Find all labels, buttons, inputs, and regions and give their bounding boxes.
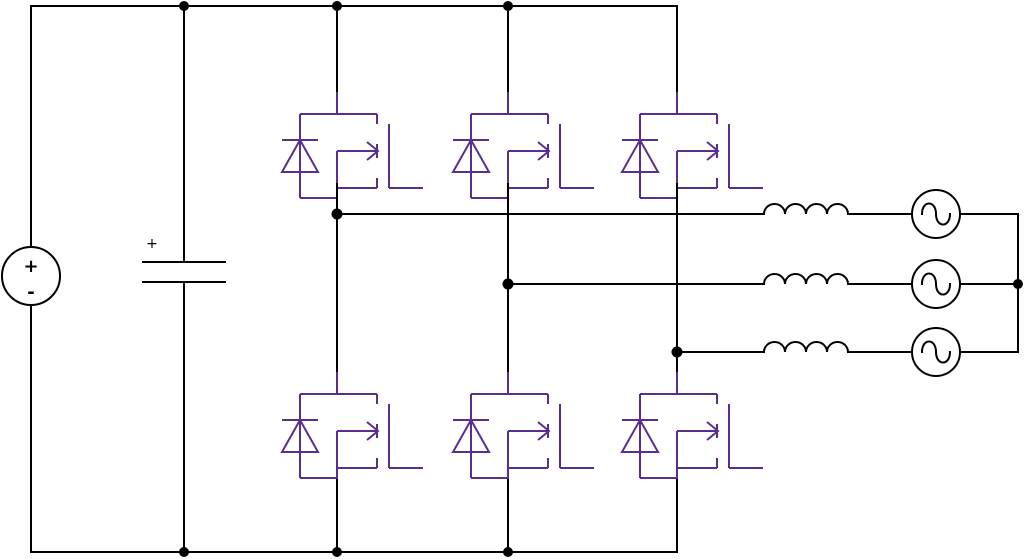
junction-node <box>332 547 342 557</box>
switch-upper-leg2 <box>452 91 595 215</box>
switch-lower-leg1 <box>281 371 424 495</box>
capacitor-polarity-label: + <box>146 236 158 252</box>
dc-source-plus-sign: + <box>23 256 38 277</box>
phase3-ac-source <box>911 327 961 377</box>
dc-voltage-source: + - <box>1 246 61 306</box>
junction-node <box>1013 279 1023 289</box>
junction-node <box>332 1 342 11</box>
phase1-inductor <box>763 203 849 215</box>
phase1-ac-source <box>911 189 961 239</box>
junction-node <box>179 547 189 557</box>
switch-lower-leg2 <box>452 371 595 495</box>
dc-link-capacitor: + <box>142 236 226 283</box>
junction-node <box>503 1 513 11</box>
switch-lower-leg3 <box>621 371 764 495</box>
phase2-inductor <box>763 273 849 285</box>
junction-node <box>671 346 683 358</box>
phase2-ac-source <box>911 259 961 309</box>
junction-node <box>503 547 513 557</box>
junction-node <box>331 208 343 220</box>
switch-upper-leg1 <box>281 91 424 215</box>
switch-upper-leg3 <box>621 91 764 215</box>
dc-source-minus-sign: - <box>27 282 34 303</box>
junction-node <box>179 1 189 11</box>
phase3-inductor <box>763 341 849 353</box>
junction-node <box>502 278 514 290</box>
